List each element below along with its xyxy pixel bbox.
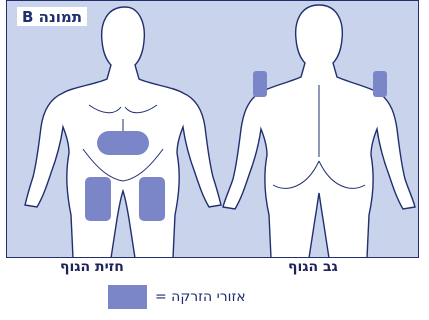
body-diagram-panel: תמונה B	[6, 0, 419, 258]
front-body-figure	[25, 7, 221, 258]
injection-area-right-thigh	[139, 177, 165, 221]
body-diagram-svg	[7, 1, 419, 258]
back-view-caption: גב הגוף	[288, 258, 338, 276]
injection-area-left-upper-arm	[253, 71, 267, 97]
legend-swatch	[108, 285, 147, 309]
injection-area-right-upper-arm	[373, 71, 387, 97]
back-body-figure	[223, 5, 415, 258]
injection-area-abdomen	[97, 131, 149, 155]
front-view-caption: חזית הגוף	[60, 258, 124, 276]
figure-label: תמונה B	[17, 7, 87, 26]
legend-text: אזורי הזרקה =	[155, 287, 246, 307]
injection-area-left-thigh	[85, 177, 111, 221]
